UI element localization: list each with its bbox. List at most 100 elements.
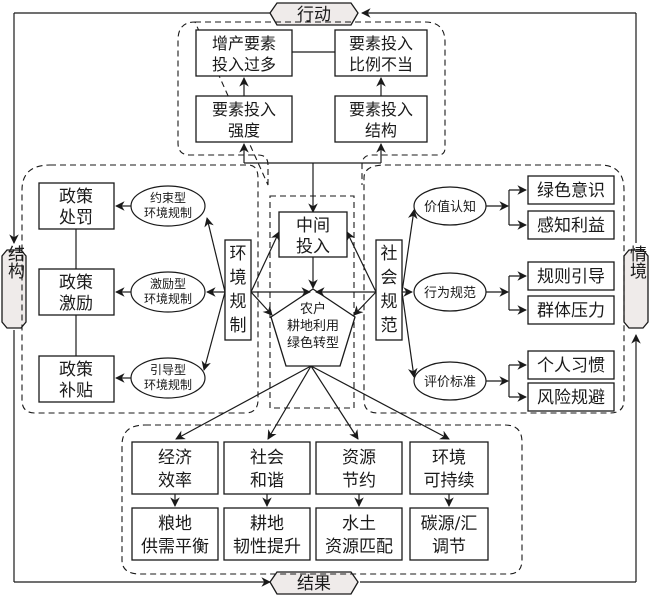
risk-avoidance-label: 风险规避 xyxy=(537,388,605,408)
effect-grain-line1: 粮地 xyxy=(158,514,192,534)
effect-resilience-line2: 韧性提升 xyxy=(233,537,301,557)
social-title-char4: 范 xyxy=(381,316,398,336)
structure-line2: 结构 xyxy=(365,121,397,140)
goal-social-line2: 和谐 xyxy=(250,471,284,491)
box-risk-avoidance xyxy=(527,382,615,412)
effect-carbon-line2: 调节 xyxy=(432,537,466,557)
guidance-line1: 引导型 xyxy=(150,363,186,377)
rule-guidance-label: 规则引导 xyxy=(537,267,605,287)
stage-result-label: 结果 xyxy=(297,574,331,594)
core-line1: 农户 xyxy=(300,301,326,317)
bracket-value-cognition xyxy=(486,185,527,230)
bracket-behavior-norms xyxy=(486,271,527,315)
incentive-reg-line1: 激励型 xyxy=(150,277,186,291)
core-line2: 耕地利用 xyxy=(287,318,339,334)
arrow-core-to-social xyxy=(267,365,312,440)
goal-economic-line2: 效率 xyxy=(158,471,192,491)
bracket-evaluation-standards xyxy=(486,360,527,402)
intensity-line1: 要素投入 xyxy=(212,100,276,119)
policy-incentive-line2: 激励 xyxy=(59,294,93,314)
stage-tab-structure xyxy=(1,249,27,329)
center-block: 中间 投入 农户 耕地利用 绿色转型 xyxy=(270,211,356,367)
intensity-line2: 强度 xyxy=(228,121,260,140)
intermediate-line1: 中间 xyxy=(296,216,330,236)
arrow-core-to-environment xyxy=(310,365,450,440)
constraint-line2: 环境规制 xyxy=(144,205,192,220)
box-imbalance xyxy=(334,29,428,77)
personal-habits-label: 个人习惯 xyxy=(537,356,605,376)
overuse-line2: 投入过多 xyxy=(212,55,276,74)
value-cognition-label: 价值认知 xyxy=(424,199,476,215)
green-awareness-label: 绿色意识 xyxy=(537,181,605,201)
outcomes-block: 经济 效率 社会 和谐 资源 节约 环境 可持续 粮地 供需平衡 耕地 韧性提升… xyxy=(131,365,489,561)
policy-subsidy-line1: 政策 xyxy=(59,360,93,380)
arrow-social-to-evaluation xyxy=(401,291,418,378)
arrow-social-to-value xyxy=(401,209,418,293)
arrow-env-to-core-left xyxy=(250,291,273,316)
box-goal-resource xyxy=(315,441,403,495)
arrow-core-to-resource xyxy=(310,365,359,440)
env-title-char4: 制 xyxy=(230,316,247,336)
outer-cycle-frame xyxy=(9,8,641,587)
box-effect-water-soil xyxy=(315,507,403,561)
effect-resilience-line1: 耕地 xyxy=(250,514,284,534)
incentive-reg-line2: 环境规制 xyxy=(144,291,192,306)
core-pentagon xyxy=(270,288,356,367)
box-effect-carbon xyxy=(409,507,489,561)
stage-structure: 结构 xyxy=(1,245,27,329)
arrow-env-to-constraint xyxy=(204,217,226,293)
stage-situation: 情境 xyxy=(623,245,649,329)
box-green-awareness xyxy=(527,175,615,205)
effect-water-line2: 资源匹配 xyxy=(325,537,393,557)
goal-environment-line1: 环境 xyxy=(432,448,466,468)
guidance-line2: 环境规制 xyxy=(144,377,192,392)
box-overuse xyxy=(195,29,293,77)
intermediate-line2: 投入 xyxy=(296,237,330,257)
evaluation-standards-label: 评价标准 xyxy=(424,375,476,390)
arrow-env-to-intermediate xyxy=(250,231,280,293)
box-rule-guidance xyxy=(527,261,615,291)
box-intermediate-input xyxy=(278,211,348,258)
env-regulation-title-box xyxy=(224,239,252,341)
goal-environment-line2: 可持续 xyxy=(424,471,475,491)
effect-grain-line2: 供需平衡 xyxy=(141,537,209,557)
goal-resource-line1: 资源 xyxy=(342,448,376,468)
outcome-group-container xyxy=(121,424,523,575)
arrow-env-to-guidance xyxy=(201,291,226,371)
box-personal-habits xyxy=(527,350,615,380)
social-norms-block: 社 会 规 范 价值认知 行为规范 评价标准 绿色意识 感知利益 规则引导 群体… xyxy=(315,175,615,412)
effect-carbon-line1: 碳源/汇 xyxy=(421,514,478,534)
env-title-char2: 境 xyxy=(230,268,247,288)
core-line3: 绿色转型 xyxy=(287,335,339,351)
stage-tab-action xyxy=(269,2,359,26)
box-effect-grain-balance xyxy=(131,507,219,561)
stage-action-label: 行动 xyxy=(297,5,331,25)
action-group-container xyxy=(177,21,446,186)
policy-subsidy-line2: 补贴 xyxy=(59,381,93,401)
goal-economic-line1: 经济 xyxy=(158,448,192,468)
env-title-char1: 环 xyxy=(230,244,247,264)
policy-penalty-line1: 政策 xyxy=(59,187,93,207)
policy-penalty-line2: 处罚 xyxy=(59,208,93,228)
box-perceived-benefits xyxy=(527,210,615,240)
arrow-core-to-economic xyxy=(175,365,312,440)
box-effect-resilience xyxy=(223,507,311,561)
policy-incentive-line1: 政策 xyxy=(59,273,93,293)
behavior-norms-label: 行为规范 xyxy=(424,286,476,301)
env-regulation-block: 环 境 规 制 政策 处罚 政策 激励 政策 补贴 约束型 环境规制 激励型 环… xyxy=(38,182,311,403)
box-goal-social xyxy=(223,441,311,495)
constraint-line1: 约束型 xyxy=(150,190,186,205)
box-policy-penalty xyxy=(38,182,115,230)
stage-result: 结果 xyxy=(269,571,359,595)
arrow-social-to-core-right xyxy=(353,291,377,316)
structure-line1: 要素投入 xyxy=(349,100,413,119)
social-title-char2: 会 xyxy=(381,268,398,288)
goal-resource-line2: 节约 xyxy=(342,471,376,491)
action-block: 增产要素 投入过多 要素投入 比例不当 要素投入 强度 要素投入 结构 xyxy=(195,29,428,213)
social-title-char1: 社 xyxy=(381,244,398,264)
perceived-benefits-label: 感知利益 xyxy=(537,216,605,236)
imbalance-line2: 比例不当 xyxy=(349,55,413,74)
center-group-container xyxy=(269,195,355,409)
social-norms-group-container xyxy=(363,164,625,414)
stage-tab-result xyxy=(269,571,359,595)
